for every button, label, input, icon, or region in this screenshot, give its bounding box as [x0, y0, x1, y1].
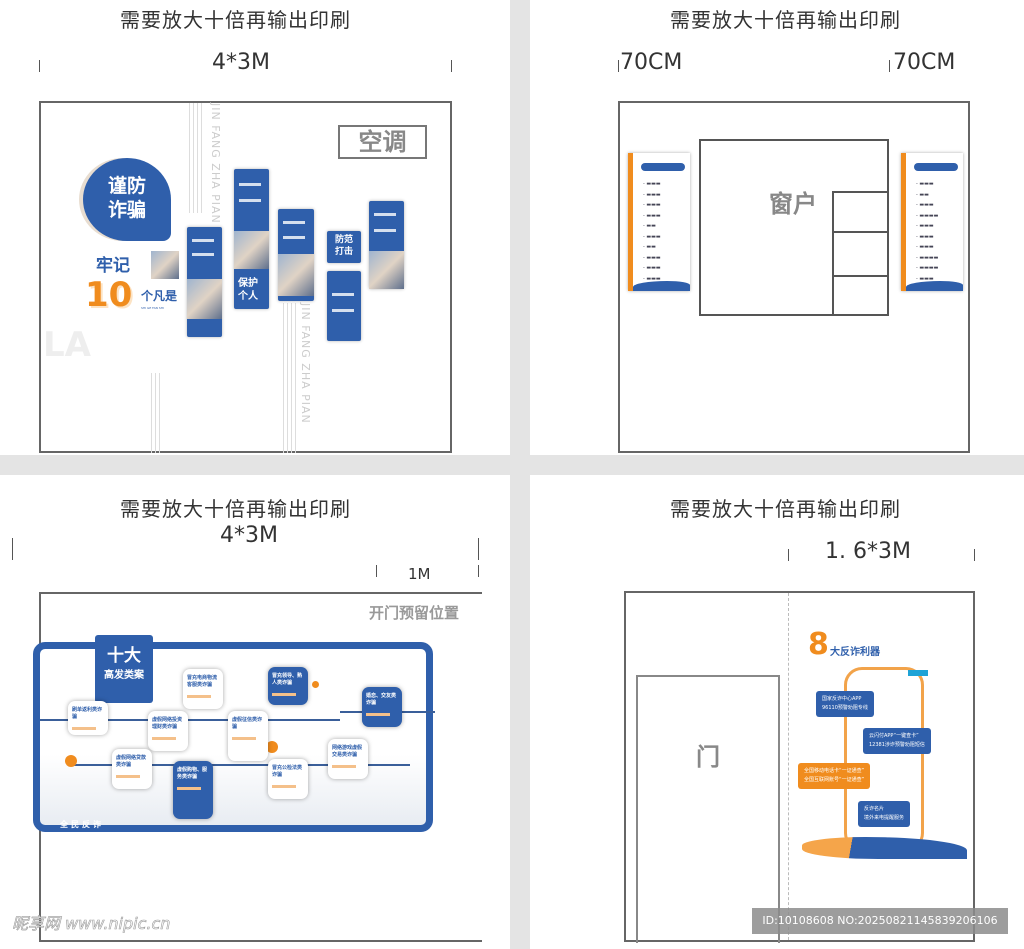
- dimension-label: 4*3M: [212, 50, 270, 75]
- door-box: 门: [636, 675, 780, 943]
- strike-text: 防范 打击: [334, 235, 353, 257]
- case-card: 虚假购物、服务类诈骗: [173, 761, 213, 819]
- window-box: 窗户: [699, 139, 889, 316]
- vertical-pinyin: JIN FANG ZHA PIAN: [299, 303, 312, 424]
- panel-air-conditioner-wall: 需要放大十倍再输出印刷 4*3M JIN FANG ZHA PIAN JIN F…: [0, 0, 510, 455]
- tools-heading: 大反诈利器: [830, 647, 880, 658]
- dimension-right: 70CM: [893, 50, 956, 75]
- vertical-pinyin: JIN FANG ZHA PIAN: [209, 103, 222, 224]
- door-label: 门: [696, 743, 720, 771]
- panel-window-wall: 需要放大十倍再输出印刷 70CM 70CM - ▬▬▬- ▬▬▬- ▬▬▬- ▬…: [530, 0, 1024, 455]
- watermark-letters: LA: [43, 325, 91, 365]
- air-conditioner-box: 空调: [338, 125, 427, 159]
- strike-card: 防范 打击: [327, 231, 361, 263]
- info-card: [327, 271, 361, 341]
- sub-dimension: 1M: [408, 565, 431, 583]
- panel-ten-cases-wall: 需要放大十倍再输出印刷 4*3M 1M 开门预留位置 十大 高发类案 全民反诈 …: [0, 475, 510, 949]
- case-card: 冒充领导、熟人类诈骗: [268, 667, 308, 705]
- badge-circle: 谨防 诈骗: [83, 158, 171, 241]
- id-watermark: ID:10108608 NO:20250821145839206106: [752, 908, 1008, 934]
- window-label: 窗户: [769, 190, 817, 218]
- left-poster: - ▬▬▬- ▬▬▬- ▬▬▬- ▬▬▬- ▬▬- ▬▬▬- ▬▬- ▬▬▬- …: [628, 153, 690, 291]
- case-card: 网络游戏虚假交易类诈骗: [328, 739, 368, 779]
- dimension-tick: [451, 60, 452, 72]
- right-poster: - ▬▬▬- ▬▬- ▬▬▬- ▬▬▬▬- ▬▬▬- ▬▬▬- ▬▬▬- ▬▬▬…: [901, 153, 963, 291]
- dimension-left: 70CM: [620, 50, 683, 75]
- case-card: 虚假网络投资理财类诈骗: [148, 711, 188, 751]
- rule-pinyin: SHI GE FAN SHI: [141, 306, 164, 310]
- tool-card: 反诈名片境外来电提醒服务: [858, 801, 911, 827]
- site-watermark: 昵享网 www.nipic.cn: [12, 914, 171, 934]
- rule-suffix: 个凡是: [141, 289, 178, 303]
- wall-frame: - ▬▬▬- ▬▬▬- ▬▬▬- ▬▬▬- ▬▬- ▬▬▬- ▬▬- ▬▬▬- …: [618, 101, 970, 453]
- decor-stripes: [189, 103, 205, 213]
- number-ten: 10: [85, 275, 133, 315]
- air-conditioner-label: 空调: [358, 128, 407, 156]
- info-card: 保护 个人: [234, 169, 269, 309]
- tool-card: 云闪付APP“一键查卡”12381涉诈预警劝阻短信: [863, 728, 931, 754]
- panel-title: 需要放大十倍再输出印刷: [670, 8, 901, 32]
- door-reserved-label: 开门预留位置: [369, 604, 460, 622]
- case-card: 虚假征信类诈骗: [228, 711, 268, 761]
- case-card: 虚假网络贷款类诈骗: [112, 749, 152, 789]
- top-banner: [300, 642, 400, 649]
- photo: [151, 251, 179, 279]
- panel-title: 需要放大十倍再输出印刷: [670, 497, 901, 521]
- heading-sub: 高发类案: [104, 670, 144, 681]
- wall-frame: 开门预留位置 十大 高发类案 全民反诈 刷单返利类诈骗 虚假网络投资理财类诈骗 …: [33, 592, 482, 942]
- dimension-tick: [39, 60, 40, 72]
- heading-main: 十大: [107, 646, 141, 666]
- panel-title: 需要放大十倍再输出印刷: [120, 8, 351, 32]
- heading-box: 十大 高发类案: [95, 635, 153, 703]
- dimension-label: 4*3M: [220, 523, 278, 548]
- case-card: 婚恋、交友类诈骗: [362, 687, 402, 727]
- info-card: [187, 227, 222, 337]
- remember-text: 牢记: [96, 256, 130, 276]
- wave-decor: [802, 837, 967, 859]
- case-card: 冒充公检法类诈骗: [268, 759, 308, 799]
- info-card: [278, 209, 314, 301]
- dimension-label: 1. 6*3M: [825, 539, 911, 564]
- protect-text: 保护 个人: [238, 278, 258, 302]
- case-card: 刷单返利类诈骗: [68, 701, 108, 735]
- panel-title: 需要放大十倍再输出印刷: [120, 497, 351, 521]
- wall-frame: JIN FANG ZHA PIAN JIN FANG ZHA PIAN LA 空…: [39, 101, 452, 453]
- tool-card: 全国移动电话卡“一证通查”全国互联网账号“一证通查”: [798, 763, 871, 789]
- decor-stripes: [283, 303, 297, 453]
- decor-stripes: [151, 373, 161, 453]
- case-board: 十大 高发类案 全民反诈 刷单返利类诈骗 虚假网络投资理财类诈骗 冒充电商物流客…: [33, 635, 435, 832]
- tools-number: 8: [808, 627, 829, 662]
- case-card: 冒充电商物流客服类诈骗: [183, 669, 223, 709]
- footer-text: 全民反诈: [60, 820, 104, 829]
- info-card: [369, 201, 404, 289]
